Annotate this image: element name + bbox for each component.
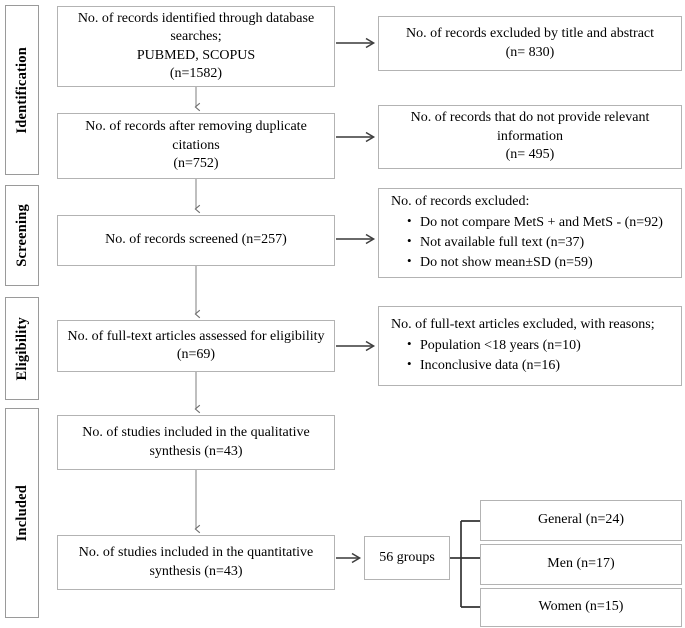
exclusion-box-title-abstract: No. of records excluded by title and abs… xyxy=(378,16,682,71)
flow-box-fulltext-assessed: No. of full-text articles assessed for e… xyxy=(57,320,335,372)
flow-box-line: No. of records screened (n=257) xyxy=(105,232,287,248)
flow-box-line: (n=752) xyxy=(173,156,219,172)
exclusion-box-fulltext-reasons: No. of full-text articles excluded, with… xyxy=(378,306,682,386)
exclusion-bullet-list: Population <18 years (n=10) Inconclusive… xyxy=(391,335,581,376)
flow-box-line: PUBMED, SCOPUS xyxy=(136,47,256,63)
stage-label-included: Included xyxy=(5,408,39,618)
exclusion-bullet-item: Not available full text (n=37) xyxy=(407,232,663,253)
flow-box-line: No. of studies included in the qualitati… xyxy=(82,425,310,459)
flow-box-after-duplicates: No. of records after removing duplicate … xyxy=(57,113,335,179)
flow-box-qualitative: No. of studies included in the qualitati… xyxy=(57,415,335,470)
stage-label-text: Identification xyxy=(13,46,30,134)
group-label: General (n=24) xyxy=(537,512,625,528)
exclusion-bullet-item: Do not show mean±SD (n=59) xyxy=(407,252,663,273)
group-box-men: Men (n=17) xyxy=(480,544,682,585)
exclusion-box-line: (n= 830) xyxy=(505,44,555,60)
group-total-label: 56 groups xyxy=(379,549,435,565)
flow-box-line: No. of records after removing duplicate … xyxy=(85,119,307,153)
stage-label-identification: Identification xyxy=(5,5,39,175)
exclusion-bullet-item: Inconclusive data (n=16) xyxy=(407,355,581,376)
exclusion-bullet-item: Population <18 years (n=10) xyxy=(407,335,581,356)
stage-label-text: Included xyxy=(13,484,30,542)
flow-box-quantitative: No. of studies included in the quantitat… xyxy=(57,535,335,590)
exclusion-bullet-list: Do not compare MetS + and MetS - (n=92) … xyxy=(391,212,663,273)
group-total-box: 56 groups xyxy=(364,536,450,580)
exclusion-box-line: (n= 495) xyxy=(505,147,555,163)
flow-box-line: No. of studies included in the quantitat… xyxy=(78,545,314,579)
flow-box-screened: No. of records screened (n=257) xyxy=(57,215,335,266)
group-label: Women (n=15) xyxy=(538,599,624,615)
flow-box-identified: No. of records identified through databa… xyxy=(57,6,335,87)
stage-label-eligibility: Eligibility xyxy=(5,297,39,400)
exclusion-box-heading: No. of full-text articles excluded, with… xyxy=(391,317,655,333)
group-label: Men (n=17) xyxy=(547,556,615,572)
exclusion-box-heading: No. of records excluded: xyxy=(391,194,530,210)
flow-box-line: No. of records identified through databa… xyxy=(77,10,315,45)
flow-box-line: (n=1582) xyxy=(169,65,223,81)
stage-label-screening: Screening xyxy=(5,185,39,286)
exclusion-box-line: No. of records excluded by title and abs… xyxy=(405,26,655,42)
exclusion-bullet-item: Do not compare MetS + and MetS - (n=92) xyxy=(407,212,663,233)
exclusion-box-no-relevant-info: No. of records that do not provide relev… xyxy=(378,105,682,169)
group-box-women: Women (n=15) xyxy=(480,588,682,627)
group-box-general: General (n=24) xyxy=(480,500,682,541)
stage-label-text: Eligibility xyxy=(13,316,30,381)
flow-box-line: No. of full-text articles assessed for e… xyxy=(67,328,325,362)
stage-label-text: Screening xyxy=(13,204,30,267)
exclusion-box-records-reasons: No. of records excluded: Do not compare … xyxy=(378,188,682,278)
exclusion-box-line: No. of records that do not provide relev… xyxy=(410,110,650,144)
